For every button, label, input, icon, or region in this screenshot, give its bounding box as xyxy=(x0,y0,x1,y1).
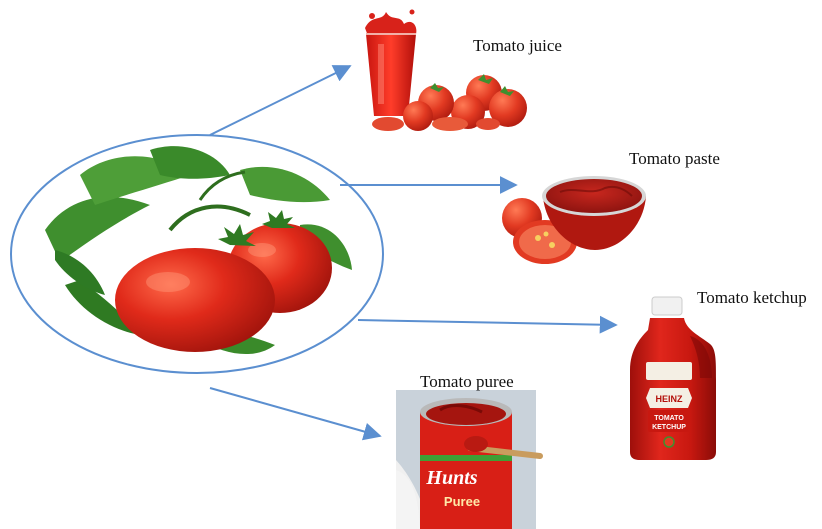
tomato-plant-image xyxy=(45,146,352,354)
central-tomato-node xyxy=(11,135,383,373)
ketchup-product-line1: TOMATO xyxy=(654,415,684,422)
tomato-ketchup-image: HEINZ TOMATO KETCHUP xyxy=(630,297,716,460)
puree-product-text: Puree xyxy=(444,494,480,509)
label-tomato-puree: Tomato puree xyxy=(420,373,514,390)
ketchup-product-line2: KETCHUP xyxy=(652,424,686,431)
arrow-to-puree xyxy=(210,388,380,436)
tomato-juice-image xyxy=(365,10,527,132)
label-tomato-paste: Tomato paste xyxy=(629,150,720,167)
tomato-paste-image xyxy=(502,176,646,264)
arrow-to-ketchup xyxy=(358,320,616,325)
label-tomato-ketchup: Tomato ketchup xyxy=(697,289,807,306)
arrow-to-juice xyxy=(210,66,350,135)
label-tomato-juice: Tomato juice xyxy=(473,37,562,54)
ketchup-brand-text: HEINZ xyxy=(656,394,684,404)
puree-brand-text: Hunts xyxy=(425,467,477,489)
tomato-puree-image: Hunts Puree xyxy=(396,390,540,529)
